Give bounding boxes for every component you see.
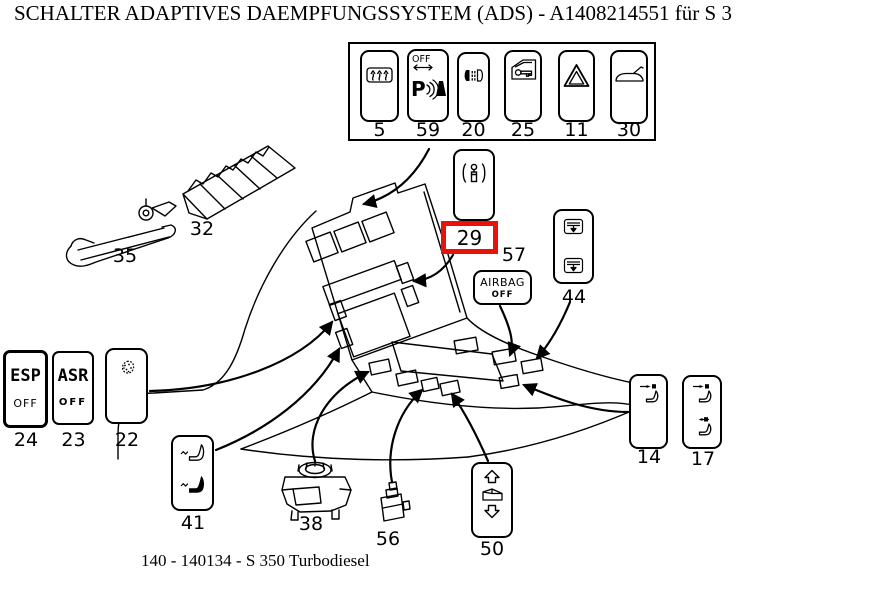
top-switch-panel: 5 OFF P 59 20	[348, 42, 656, 141]
switch-seat-adjust-17	[682, 375, 722, 449]
part-number-22[interactable]: 22	[114, 429, 140, 451]
part-number-44[interactable]: 44	[561, 286, 587, 308]
switch-hazard-warning	[558, 50, 595, 122]
part-number-23[interactable]: 23	[61, 429, 86, 451]
svg-text:P: P	[411, 77, 426, 101]
rear-blind-icon	[563, 257, 584, 274]
part-number-5[interactable]: 5	[373, 119, 386, 141]
switch-asr-23: ASR OFF	[52, 351, 94, 425]
part-number-17[interactable]: 17	[690, 448, 716, 470]
part-number-41[interactable]: 41	[180, 512, 206, 534]
central-locking-icon	[510, 59, 536, 80]
part-number-32[interactable]: 32	[189, 218, 215, 240]
part-number-24[interactable]: 24	[13, 429, 39, 451]
part-number-57[interactable]: 57	[501, 244, 527, 266]
part-number-59[interactable]: 59	[415, 119, 441, 141]
switch-trunk-release	[610, 50, 648, 124]
part-number-20[interactable]: 20	[461, 119, 486, 141]
part-number-56[interactable]: 56	[375, 528, 401, 550]
switch-frame-32-drawing	[182, 145, 296, 220]
part-number-30[interactable]: 30	[616, 119, 642, 141]
switch-blank-22	[105, 348, 148, 424]
part-number-29[interactable]: 29	[456, 225, 483, 250]
rear-blind-icon	[563, 218, 584, 235]
switch-central-locking	[504, 50, 542, 122]
window-icon	[481, 488, 503, 501]
leader-50	[450, 392, 490, 463]
switch-seat-heater-41	[171, 435, 214, 511]
airbag-off-label: AIRBAG OFF	[473, 270, 532, 305]
part-number-11[interactable]: 11	[564, 119, 589, 141]
leader-38	[311, 370, 370, 463]
switch-parktronic: OFF P	[407, 49, 449, 122]
leader-56	[389, 388, 424, 484]
switch-rear-defroster	[360, 50, 399, 122]
parktronic-icon: OFF P	[411, 54, 446, 101]
asr-off-label: OFF	[58, 397, 88, 408]
suspension-damper-icon	[462, 163, 486, 183]
headlamp-washer-icon	[464, 69, 483, 82]
seat-adjust-icon	[693, 384, 712, 403]
airbag-text: AIRBAG	[480, 275, 525, 289]
switch-rear-blind-44	[553, 209, 594, 284]
leader-22	[148, 320, 334, 393]
switch-part-56-drawing	[380, 481, 411, 522]
leader-top-panel	[361, 147, 431, 208]
switch-ads-29	[453, 149, 495, 221]
part-number-35[interactable]: 35	[112, 245, 138, 267]
part-number-25[interactable]: 25	[510, 119, 536, 141]
airbag-off-text: OFF	[491, 289, 514, 300]
switch-window-lifter-50	[471, 462, 513, 538]
svg-text:OFF: OFF	[412, 54, 430, 65]
seat-adjust-icon	[639, 384, 658, 403]
seat-heater-icon	[180, 476, 204, 493]
leader-arrows	[148, 147, 630, 484]
part-number-14[interactable]: 14	[636, 446, 662, 468]
switch-part-38-drawing	[281, 461, 352, 521]
leader-44	[535, 300, 572, 360]
leader-29	[411, 253, 455, 288]
switch-esp-24: ESP OFF	[3, 350, 48, 428]
window-down-arrow-icon	[484, 504, 500, 519]
seat-adjust-icon	[698, 417, 712, 436]
stippled-blob-icon	[121, 360, 134, 374]
asr-label: ASR	[57, 366, 89, 386]
window-up-arrow-icon	[484, 469, 500, 484]
page-title: SCHALTER ADAPTIVES DAEMPFUNGSSYSTEM (ADS…	[14, 1, 732, 25]
vehicle-caption: 140 - 140134 - S 350 Turbodiesel	[141, 551, 370, 570]
hazard-warning-icon	[563, 64, 590, 87]
seat-heater-icon	[180, 444, 204, 461]
esp-label: ESP	[10, 366, 41, 386]
esp-off-label: OFF	[13, 397, 38, 410]
part-number-50[interactable]: 50	[479, 538, 505, 560]
switch-headlamp-washer	[457, 52, 490, 122]
highlight-box-29[interactable]: 29	[441, 221, 498, 254]
leader-41	[214, 347, 341, 452]
leader-57-airbag	[498, 304, 522, 358]
leader-14-17	[522, 383, 630, 414]
part-number-38[interactable]: 38	[298, 513, 324, 535]
rear-defroster-icon	[366, 67, 393, 83]
switch-seat-adjust-14	[629, 374, 668, 449]
trunk-release-icon	[615, 66, 644, 82]
